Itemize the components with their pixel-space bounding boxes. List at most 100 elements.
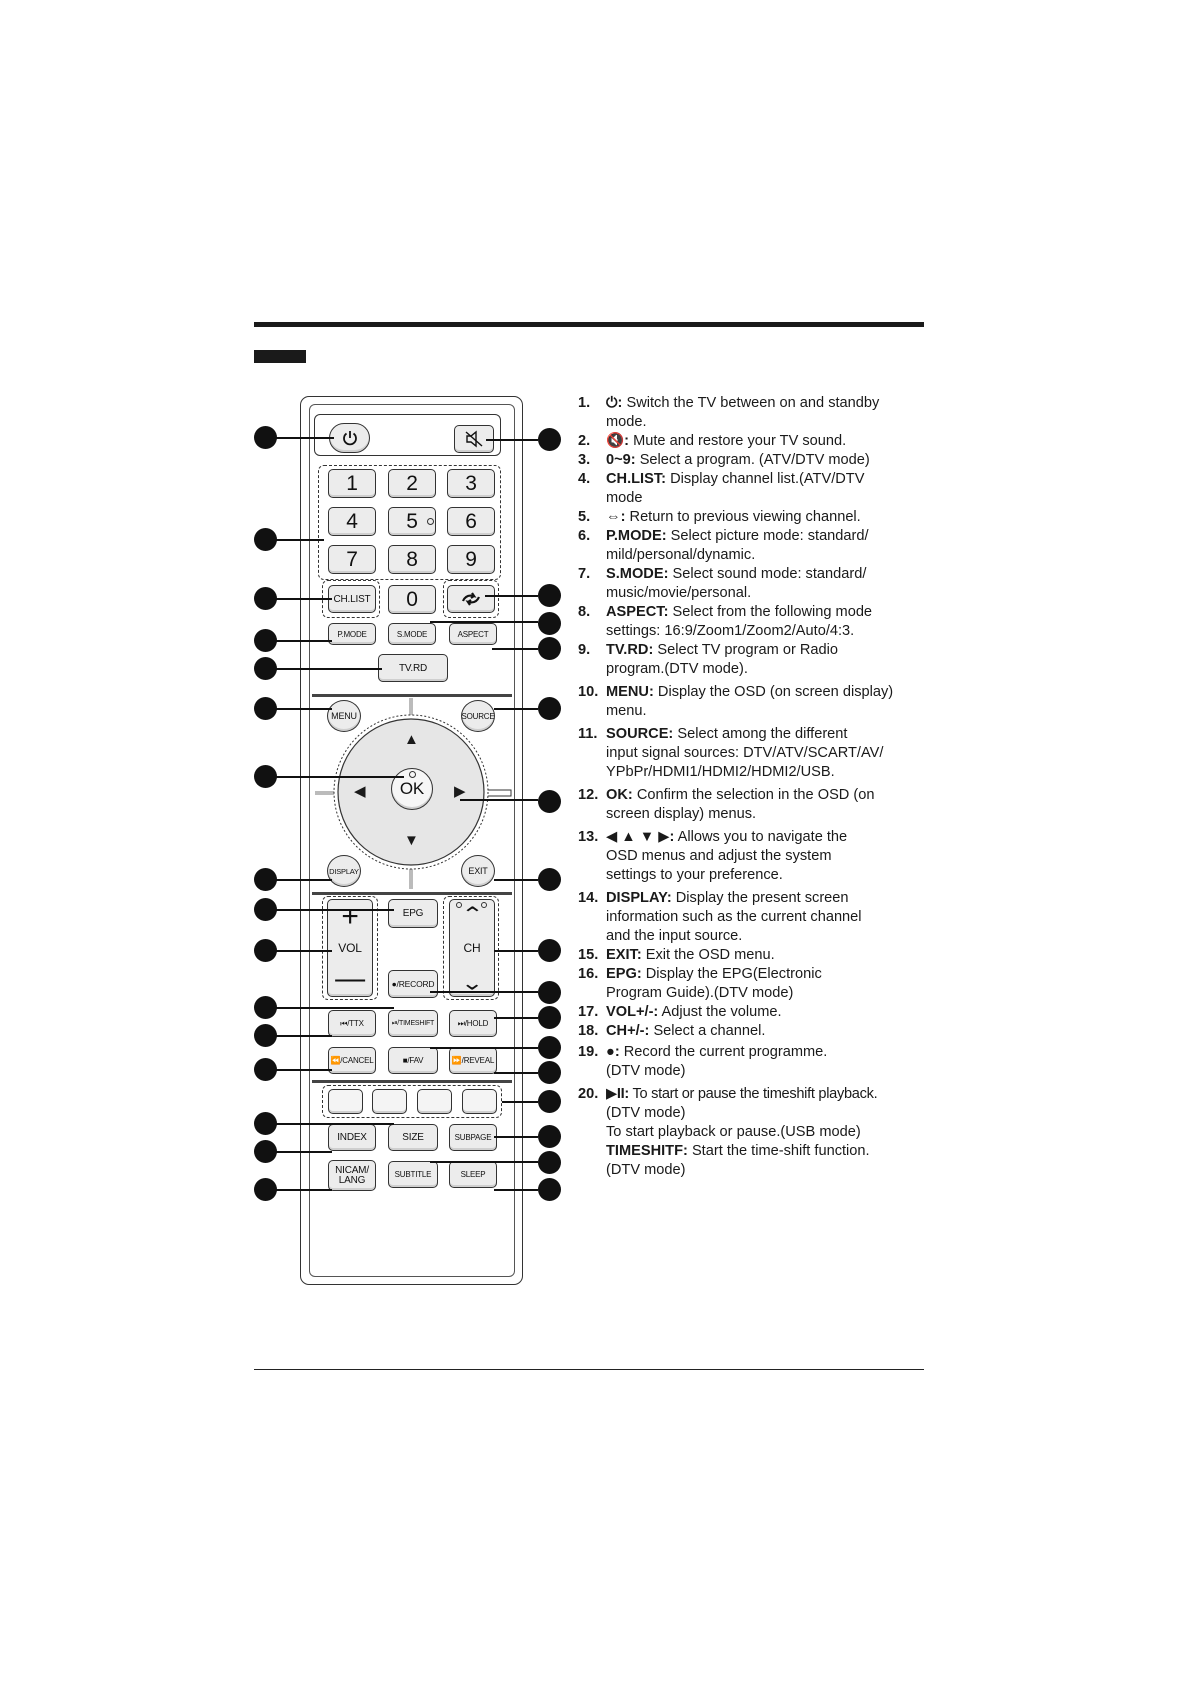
hold-button[interactable]: ⏭/HOLD — [449, 1010, 497, 1037]
return-frame — [443, 580, 499, 618]
desc-item: 2.🔇: Mute and restore your TV sound. — [578, 432, 930, 451]
lang-label: LANG — [338, 1174, 366, 1186]
item-text: settings to your preference. — [606, 867, 783, 883]
item-number: 2. — [578, 433, 591, 449]
volume-rocker[interactable]: + VOL — — [327, 899, 373, 997]
p-mode-button[interactable]: P.MODE — [328, 623, 376, 645]
callout-marker — [254, 587, 277, 610]
reveal-button[interactable]: ⏩/REVEAL — [449, 1047, 497, 1074]
ch-up-icon[interactable]: ⌃ — [460, 904, 484, 926]
item-number: 17. — [578, 1004, 599, 1020]
remote-outline — [300, 396, 523, 1285]
callout-marker — [254, 1178, 277, 1201]
callout-line — [276, 1123, 394, 1125]
ch-down-icon[interactable]: ⌃ — [460, 970, 484, 992]
callout-line — [494, 1072, 538, 1074]
arrow-down-icon[interactable]: ▼ — [404, 832, 419, 849]
return-icon: ⇔: — [606, 509, 626, 525]
index-button[interactable]: INDEX — [328, 1124, 376, 1151]
item-key: CH+/-: — [606, 1023, 650, 1039]
item-key: EXIT: — [606, 947, 642, 963]
green-key[interactable] — [372, 1089, 407, 1114]
number-1-button[interactable]: 1 — [328, 469, 376, 498]
item-text: Select a channel. — [653, 1023, 766, 1039]
vol-minus-icon[interactable]: — — [335, 962, 365, 995]
number-7-button[interactable]: 7 — [328, 545, 376, 574]
section-marker — [254, 350, 306, 363]
desc-item: 3.0~9: Select a program. (ATV/DTV mode) — [578, 451, 930, 470]
source-button[interactable]: SOURCE — [461, 700, 495, 732]
item-text: Display the OSD (on screen display) — [657, 684, 894, 700]
exit-button[interactable]: EXIT — [461, 855, 495, 887]
nicam-lang-button[interactable]: NICAM/ LANG — [328, 1160, 376, 1191]
nicam-label: NICAM/ — [335, 1164, 369, 1176]
record-button[interactable]: ●/RECORD — [388, 970, 438, 998]
menu-button[interactable]: MENU — [327, 700, 361, 732]
number-9-button[interactable]: 9 — [447, 545, 495, 574]
number-0-button[interactable]: 0 — [388, 585, 436, 614]
channel-rocker[interactable]: ⌃ CH ⌃ — [449, 899, 495, 997]
number-6-button[interactable]: 6 — [447, 507, 495, 536]
callout-line — [430, 1047, 538, 1049]
desc-item: 18.CH+/-: Select a channel. — [578, 1022, 930, 1041]
callout-marker — [538, 1178, 561, 1201]
callout-marker — [254, 1112, 277, 1135]
yellow-key[interactable] — [417, 1089, 452, 1114]
subpage-button[interactable]: SUBPAGE — [449, 1124, 497, 1151]
desc-subitem: TIMESHITF: Start the time-shift function… — [578, 1142, 930, 1161]
item-key: VOL+/-: — [606, 1004, 659, 1020]
s-mode-button[interactable]: S.MODE — [388, 623, 436, 645]
callout-line — [494, 708, 538, 710]
number-3-button[interactable]: 3 — [447, 469, 495, 498]
number-keypad-frame — [318, 465, 501, 580]
tv-rd-button[interactable]: TV.RD — [378, 654, 448, 682]
tactile-dot — [481, 902, 487, 908]
desc-item: 11.SOURCE: Select among the different — [578, 725, 930, 744]
cancel-button[interactable]: ⏪/CANCEL — [328, 1047, 376, 1074]
return-button[interactable] — [447, 585, 495, 613]
item-text: Allows you to navigate the — [677, 829, 848, 845]
fav-button[interactable]: ■/FAV — [388, 1047, 438, 1074]
desc-item: 1.⏻: Switch the TV between on and standb… — [578, 394, 930, 413]
blue-key[interactable] — [462, 1089, 497, 1114]
timeshift-button[interactable]: ⏯/TIMESHIFT — [388, 1010, 438, 1037]
ch-list-button[interactable]: CH.LIST — [328, 585, 376, 613]
subtitle-button[interactable]: SUBTITLE — [388, 1161, 438, 1188]
arrow-left-icon[interactable]: ◀ — [354, 783, 366, 800]
desc-item: 9.TV.RD: Select TV program or Radio — [578, 641, 930, 660]
callout-marker — [254, 528, 277, 551]
callout-marker — [254, 996, 277, 1019]
desc-item: 15.EXIT: Exit the OSD menu. — [578, 946, 930, 965]
header-rule — [254, 322, 924, 327]
callout-marker — [254, 1024, 277, 1047]
item-text: Display the EPG(Electronic — [645, 966, 822, 982]
arrow-right-icon[interactable]: ▶ — [454, 783, 466, 800]
return-icon — [461, 592, 481, 606]
size-button[interactable]: SIZE — [388, 1124, 438, 1151]
number-8-button[interactable]: 8 — [388, 545, 436, 574]
item-text: Adjust the volume. — [661, 1004, 782, 1020]
callout-marker — [538, 637, 561, 660]
callout-marker — [254, 868, 277, 891]
item-number: 7. — [578, 566, 591, 582]
desc-item: 8.ASPECT: Select from the following mode — [578, 603, 930, 622]
item-key: S.MODE: — [606, 566, 669, 582]
ttx-button[interactable]: ⏮/TTX — [328, 1010, 376, 1037]
item-key: TV.RD: — [606, 642, 654, 658]
desc-item: 12.OK: Confirm the selection in the OSD … — [578, 786, 930, 805]
mute-icon — [465, 430, 483, 448]
sleep-button[interactable]: SLEEP — [449, 1161, 497, 1188]
number-2-button[interactable]: 2 — [388, 469, 436, 498]
callout-marker — [538, 1061, 561, 1084]
item-text: Return to previous viewing channel. — [629, 509, 861, 525]
item-text: menu. — [606, 703, 647, 719]
item-number: 3. — [578, 452, 591, 468]
aspect-button[interactable]: ASPECT — [449, 623, 497, 645]
red-key[interactable] — [328, 1089, 363, 1114]
display-button[interactable]: DISPLAY — [327, 855, 361, 887]
item-text: Select among the different — [677, 726, 848, 742]
arrow-up-icon[interactable]: ▲ — [404, 731, 419, 748]
epg-button[interactable]: EPG — [388, 899, 438, 928]
number-4-button[interactable]: 4 — [328, 507, 376, 536]
power-button[interactable] — [329, 423, 370, 453]
